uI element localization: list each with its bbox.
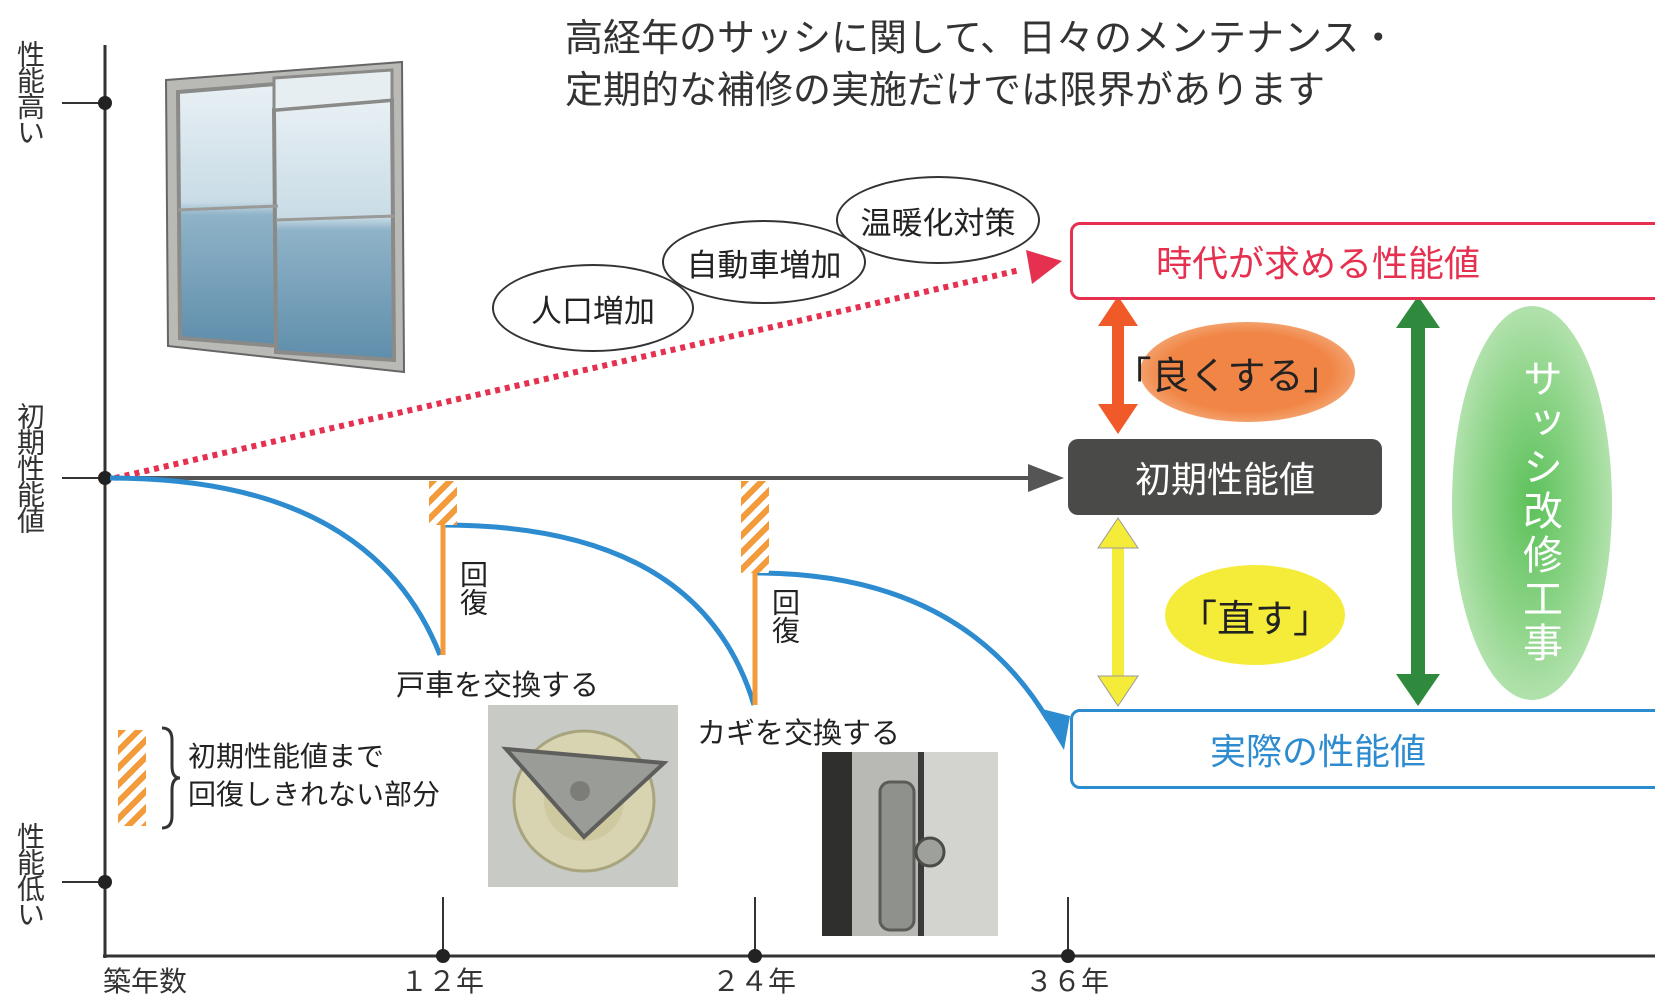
required-performance-box: 時代が求める性能値 xyxy=(1070,222,1655,300)
improve-double-arrow xyxy=(1098,296,1138,434)
degradation-curve-1 xyxy=(109,475,443,656)
lock-photo xyxy=(822,752,998,936)
x-label-24: ２４年 xyxy=(712,965,797,998)
improve-label: 「良くする」 xyxy=(1113,353,1342,398)
y-tick-low-dot xyxy=(98,875,112,889)
headline-line-2: 定期的な補修の実施だけでは限界があります xyxy=(565,68,1326,112)
degradation-curve-3 xyxy=(755,570,1051,722)
renovation-double-arrow xyxy=(1396,296,1440,706)
renovation-bubble xyxy=(1452,306,1612,700)
repair-bubble: 「直す」 xyxy=(1165,565,1345,665)
window-photo xyxy=(164,60,406,374)
y-label-low: 性能低い xyxy=(13,822,46,926)
caption-replace-roller: 戸車を交換する xyxy=(396,668,600,702)
degradation-arrowhead xyxy=(1038,708,1070,750)
unrecovered-hatch-12 xyxy=(429,481,457,525)
unrecovered-hatch-24 xyxy=(741,481,769,573)
factor-warming-countermeasure: 温暖化対策 xyxy=(836,176,1040,264)
legend-brace xyxy=(161,726,181,830)
headline-line-1: 高経年のサッシに関して、日々のメンテナンス・ xyxy=(565,16,1398,60)
factor-population-growth: 人口増加 xyxy=(492,264,694,352)
headline: 高経年のサッシに関して、日々のメンテナンス・ 定期的な補修の実施だけでは限界があ… xyxy=(565,12,1397,116)
actual-performance-box: 実際の性能値 xyxy=(1070,709,1655,789)
renovation-label: サッシ改修工事 xyxy=(1516,358,1562,666)
y-label-high: 性能高い xyxy=(13,40,46,144)
initial-performance-label: 初期性能値 xyxy=(1134,460,1315,501)
y-tick-high-dot xyxy=(98,96,112,110)
initial-performance-box: 初期性能値 xyxy=(1068,439,1382,515)
initial-performance-arrowhead xyxy=(1028,464,1064,492)
required-performance-arrowhead xyxy=(1026,250,1062,284)
caption-replace-lock: カギを交換する xyxy=(697,716,901,750)
roller-photo xyxy=(488,705,678,887)
recover-label-24: 回復 xyxy=(768,588,801,644)
x-tick-36-dot xyxy=(1061,949,1075,963)
legend-line-1: 初期性能値まで xyxy=(188,740,385,773)
repair-double-arrow xyxy=(1097,517,1139,707)
x-tick-24-dot xyxy=(748,949,762,963)
legend-line-2: 回復しきれない部分 xyxy=(188,778,441,811)
improve-bubble: 「良くする」 xyxy=(1113,322,1355,422)
x-label-origin: 築年数 xyxy=(103,965,188,998)
legend-text: 初期性能値まで 回復しきれない部分 xyxy=(188,738,440,814)
recover-label-12: 回復 xyxy=(456,560,489,616)
required-performance-label: 時代が求める性能値 xyxy=(1155,244,1480,285)
x-label-36: ３６年 xyxy=(1025,965,1110,998)
y-tick-initial-dot xyxy=(98,471,112,485)
required-performance-dotted-line xyxy=(114,267,1021,481)
repair-label: 「直す」 xyxy=(1178,596,1331,641)
x-label-12: １２年 xyxy=(400,965,485,998)
y-label-initial: 初期性能値 xyxy=(13,402,46,532)
actual-performance-label: 実際の性能値 xyxy=(1209,732,1426,773)
legend-hatch-swatch xyxy=(118,730,146,826)
x-tick-12-dot xyxy=(436,949,450,963)
degradation-curve-2 xyxy=(442,522,757,706)
factor-car-increase: 自動車増加 xyxy=(662,220,866,304)
